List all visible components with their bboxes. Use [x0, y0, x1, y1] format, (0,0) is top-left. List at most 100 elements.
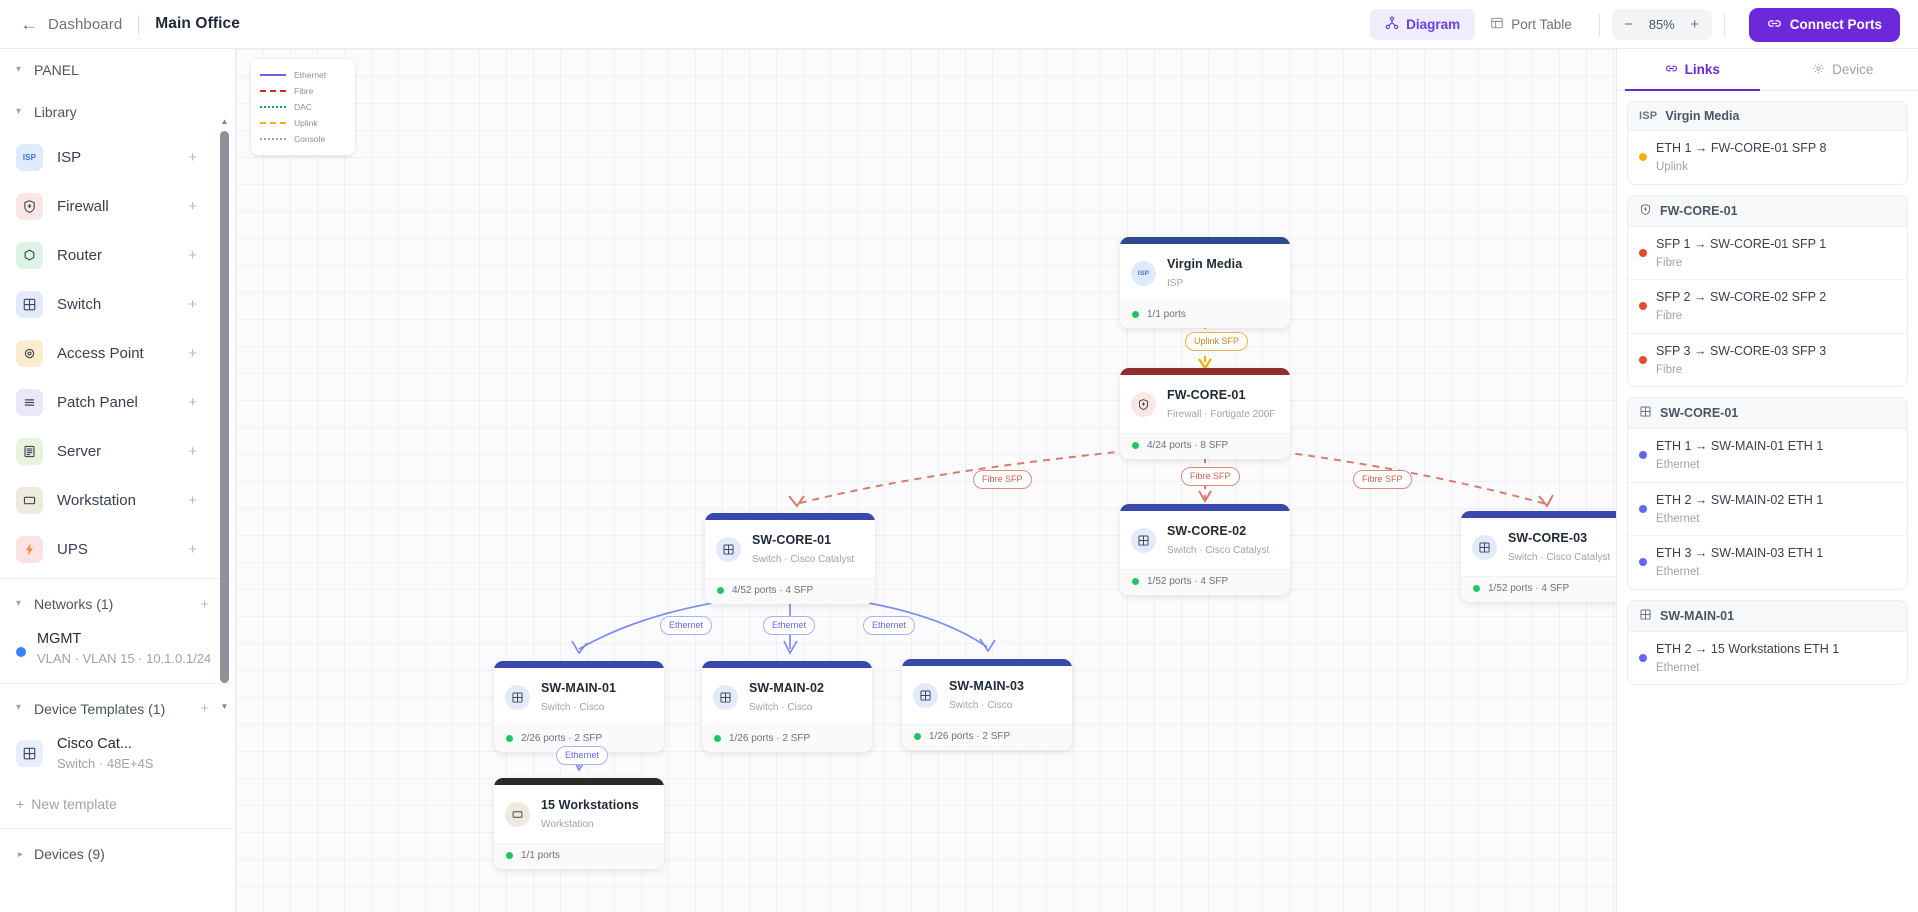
tab-diagram[interactable]: Diagram: [1370, 9, 1476, 40]
switch-grid-icon: [16, 740, 43, 768]
arrow-left-icon[interactable]: ←: [20, 14, 38, 34]
node-subtitle: Switch · Cisco: [949, 700, 1013, 711]
tab-device[interactable]: Device: [1768, 49, 1918, 90]
edge-label-ethernet-6[interactable]: Ethernet: [863, 616, 916, 635]
chevron-down-icon: ▾: [16, 597, 22, 609]
node-ports-label: 1/26 ports · 2 SFP: [729, 733, 811, 744]
library-item-router[interactable]: Router+: [0, 231, 235, 280]
scrollbar-thumb[interactable]: [220, 131, 229, 683]
zoom-out-button[interactable]: −: [1624, 16, 1634, 33]
node-accent-bar: [494, 778, 664, 785]
new-template-button[interactable]: + New template: [0, 784, 235, 824]
legend-swatch: [260, 138, 286, 140]
switch-grid-icon: [1639, 405, 1652, 421]
add-router-button[interactable]: +: [188, 247, 197, 264]
zoom-in-button[interactable]: +: [1690, 16, 1700, 33]
link-endpoints: ETH 3 → SW-MAIN-03 ETH 1: [1656, 546, 1824, 561]
library-item-ups[interactable]: UPS+: [0, 525, 235, 574]
templates-list: Cisco Cat...Switch · 48E+4S: [0, 730, 235, 784]
tab-port-table[interactable]: Port Table: [1475, 9, 1587, 40]
library-item-switch[interactable]: Switch+: [0, 280, 235, 329]
node-title: SW-CORE-03: [1508, 531, 1588, 545]
add-ups-button[interactable]: +: [188, 541, 197, 558]
connect-ports-button[interactable]: Connect Ports: [1748, 7, 1900, 42]
add-switch-button[interactable]: +: [188, 296, 197, 313]
library-item-firewall[interactable]: Firewall+: [0, 182, 235, 231]
add-firewall-button[interactable]: +: [188, 198, 197, 215]
edge-label-fibre-sfp-3[interactable]: Fibre SFP: [1353, 470, 1412, 489]
sidebar-section-panel-label: PANEL: [34, 62, 79, 78]
toolbar-divider-2: [1723, 13, 1725, 36]
edge-label-uplink-sfp-0[interactable]: Uplink SFP: [1185, 332, 1249, 351]
sidebar-section-networks[interactable]: ▾ Networks (1) +: [0, 583, 235, 625]
connect-ports-label: Connect Ports: [1789, 17, 1882, 32]
scroll-up-arrow-icon[interactable]: ▲: [220, 117, 229, 126]
node-title: SW-CORE-01: [752, 533, 832, 547]
library-item-server[interactable]: Server +: [0, 427, 235, 476]
scroll-down-arrow-icon[interactable]: ▼: [220, 702, 229, 711]
add-template-button[interactable]: +: [200, 700, 209, 718]
node-title: 15 Workstations: [541, 798, 639, 812]
add-workstation-button[interactable]: +: [188, 492, 197, 509]
page-title: Main Office: [155, 15, 240, 32]
switch-grid-icon: [1472, 534, 1497, 560]
edge-label-ethernet-7[interactable]: Ethernet: [556, 746, 609, 765]
add-server-button[interactable]: +: [188, 443, 197, 460]
tab-links[interactable]: Links: [1617, 49, 1768, 91]
library-item-access-point[interactable]: Access Point+: [0, 329, 235, 378]
edge-label-fibre-sfp-1[interactable]: Fibre SFP: [973, 470, 1032, 489]
sidebar-section-templates[interactable]: ▾ Device Templates (1) +: [0, 688, 235, 730]
link-endpoints: ETH 2 → 15 Workstations ETH 1: [1656, 641, 1840, 656]
switch-grid-icon: [16, 291, 43, 318]
edge-label-fibre-sfp-2[interactable]: Fibre SFP: [1181, 467, 1240, 486]
sidebar-divider-3: [0, 827, 235, 829]
node-status-dot: [717, 587, 724, 594]
add-network-button[interactable]: +: [200, 595, 209, 613]
sidebar-section-panel[interactable]: ▾ PANEL: [0, 49, 235, 91]
library-item-patch-panel[interactable]: Patch Panel+: [0, 378, 235, 427]
node-ports-label: 1/1 ports: [521, 850, 560, 861]
sidebar-section-templates-label: Device Templates (1): [34, 700, 166, 717]
add-patch-panel-button[interactable]: +: [188, 394, 197, 411]
node-accent-bar: [702, 661, 872, 668]
link-group-title: SW-MAIN-01: [1660, 608, 1735, 623]
library-item-workstation[interactable]: Workstation+: [0, 476, 235, 525]
add-isp-button[interactable]: +: [188, 149, 197, 166]
edge-label-ethernet-4[interactable]: Ethernet: [660, 616, 713, 635]
tab-device-label: Device: [1832, 62, 1874, 77]
breadcrumb-dashboard[interactable]: Dashboard: [48, 15, 123, 33]
library-item-label: Server: [57, 443, 102, 460]
sidebar-scrollbar[interactable]: ▲ ▼: [220, 117, 229, 711]
add-access-point-button[interactable]: +: [188, 345, 197, 362]
shield-icon: [1639, 203, 1652, 219]
edge-label-ethernet-5[interactable]: Ethernet: [763, 616, 816, 635]
sidebar-section-devices[interactable]: ▾ Devices (9): [0, 833, 235, 875]
template-item[interactable]: Cisco Cat...Switch · 48E+4S: [0, 730, 235, 784]
node-ports: 1/52 ports · 4 SFP: [1461, 576, 1616, 602]
sidebar-section-library[interactable]: ▾ Library: [0, 91, 235, 133]
